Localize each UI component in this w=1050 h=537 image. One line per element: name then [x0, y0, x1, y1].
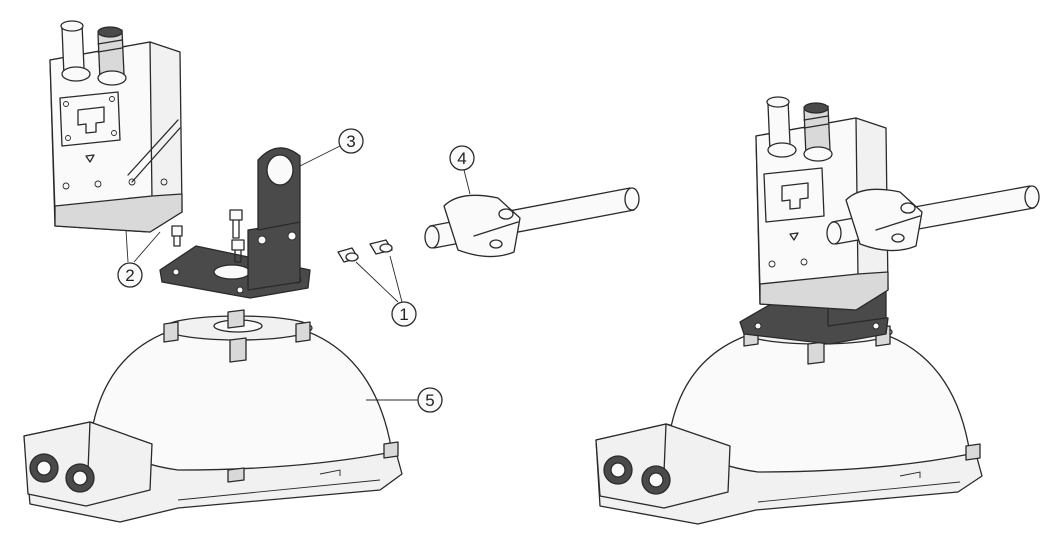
- exploded-view: 2 3: [23, 20, 640, 523]
- assembled-rod-clamp: [826, 185, 1040, 252]
- callout-1-label: 1: [399, 305, 408, 324]
- callout-2: 2: [117, 229, 161, 288]
- sensor-head: [49, 20, 183, 233]
- callout-1: 1: [355, 255, 417, 327]
- callout-2-label: 2: [125, 266, 134, 285]
- rod-clamp: [424, 187, 640, 258]
- dome-housing: [23, 309, 403, 523]
- callout-4-label: 4: [457, 149, 466, 168]
- screws: [337, 239, 393, 263]
- mounting-bracket: [159, 147, 311, 299]
- callout-5: 5: [366, 387, 443, 413]
- assembled-view: [595, 96, 1040, 525]
- callout-3: 3: [299, 128, 364, 167]
- assembled-sensor-head: [755, 96, 889, 311]
- callout-5-label: 5: [425, 391, 434, 410]
- loose-screw: [171, 225, 183, 247]
- callout-4: 4: [449, 145, 475, 195]
- callout-3-label: 3: [346, 132, 355, 151]
- assembled-dome-housing: [595, 319, 983, 525]
